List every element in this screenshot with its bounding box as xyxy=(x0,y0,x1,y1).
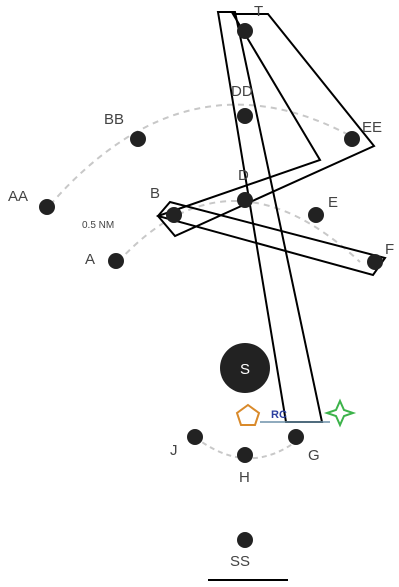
label-g: G xyxy=(308,447,320,464)
point-t xyxy=(237,23,253,39)
point-b xyxy=(166,207,182,223)
label-b: B xyxy=(150,185,160,202)
label-ee: EE xyxy=(362,119,382,136)
upper-wedge xyxy=(156,13,376,238)
point-aa xyxy=(39,199,55,215)
label-ss: SS xyxy=(230,553,250,570)
label-bb: BB xyxy=(104,111,124,128)
label-f: F xyxy=(385,241,394,258)
label-inner-distance: 0.5 NM xyxy=(82,220,114,231)
label-e: E xyxy=(328,194,338,211)
station-s xyxy=(220,343,270,393)
label-rc: RC xyxy=(271,409,287,421)
outer-arc xyxy=(49,103,359,206)
label-j: J xyxy=(170,442,178,459)
point-bb xyxy=(130,131,146,147)
four-point-star-icon xyxy=(323,398,357,428)
point-a xyxy=(108,253,124,269)
lower-wedge xyxy=(156,200,387,277)
point-d xyxy=(237,192,253,208)
label-dd: DD xyxy=(231,83,253,100)
point-g xyxy=(288,429,304,445)
point-dd xyxy=(237,108,253,124)
label-t: T xyxy=(254,3,263,20)
inner-arc xyxy=(117,200,361,263)
point-e xyxy=(308,207,324,223)
point-ee xyxy=(344,131,360,147)
label-aa: AA xyxy=(8,188,28,205)
label-a: A xyxy=(85,251,95,268)
label-station-s: S xyxy=(240,361,250,378)
point-j xyxy=(187,429,203,445)
label-d: D xyxy=(238,167,249,184)
pentagon-icon xyxy=(235,403,261,426)
label-h: H xyxy=(239,469,250,486)
point-ss xyxy=(237,532,253,548)
point-h xyxy=(237,447,253,463)
point-f xyxy=(367,254,383,270)
